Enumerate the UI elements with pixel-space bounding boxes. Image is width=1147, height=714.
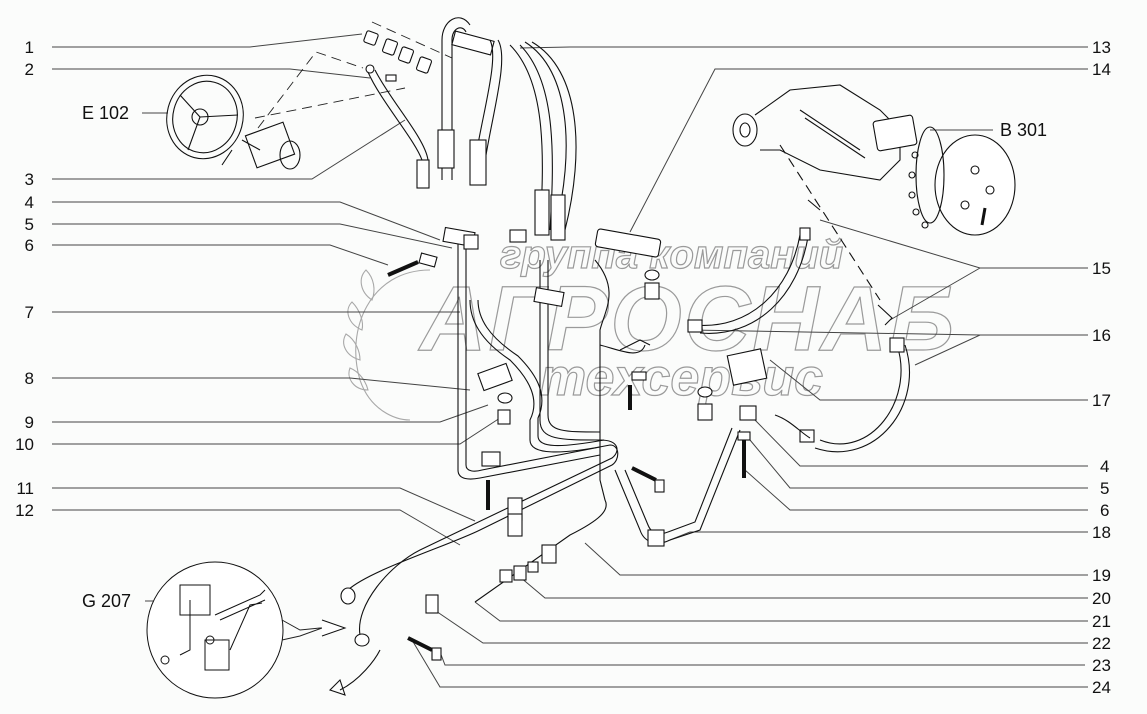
bolt-24	[407, 636, 433, 652]
bracket-8	[477, 362, 513, 392]
bolt-6	[387, 260, 419, 277]
callout-23[interactable]: 23	[1092, 656, 1111, 675]
leader-3	[52, 119, 406, 180]
leader-24	[411, 639, 1088, 688]
ref-label-e102[interactable]: E 102	[82, 103, 130, 123]
leader-6	[52, 244, 389, 266]
lower-fittings[interactable]	[328, 587, 381, 696]
hose-part-2[interactable]	[365, 64, 430, 189]
leader-21	[474, 601, 1088, 622]
leader-20	[519, 576, 1088, 599]
leader-8	[52, 377, 471, 391]
leader-9	[52, 404, 489, 423]
washer-9	[497, 392, 513, 404]
leader-1	[52, 33, 363, 48]
callout-16[interactable]: 16	[1092, 326, 1111, 345]
callout-11[interactable]: 11	[16, 479, 34, 498]
callout-20[interactable]: 20	[1092, 589, 1111, 608]
hoses-part-16[interactable]	[687, 199, 910, 453]
callout-2[interactable]: 2	[24, 60, 34, 79]
leader-5r	[749, 439, 1088, 489]
e102-dashes	[254, 21, 453, 129]
steering-wheel-unit[interactable]	[157, 67, 301, 170]
steering-axle[interactable]	[732, 84, 1016, 301]
watermark-line2: АГРОСНАБ	[418, 268, 956, 370]
left-leader-lines	[52, 33, 501, 602]
clamps[interactable]	[387, 226, 768, 661]
plate-5	[418, 252, 438, 268]
leader-23	[439, 651, 1085, 666]
callout-10[interactable]: 10	[15, 435, 34, 454]
callout-4[interactable]: 4	[24, 193, 34, 212]
bracket-17	[726, 348, 768, 386]
callout-24[interactable]: 24	[1092, 678, 1111, 697]
valve-block-detail[interactable]	[146, 561, 347, 699]
wheel-hub	[934, 134, 1016, 236]
callout-9[interactable]: 9	[24, 413, 34, 432]
clamp-18	[647, 529, 665, 547]
leader-4r	[754, 419, 1088, 467]
callout-8[interactable]: 8	[24, 369, 34, 388]
bolt-10	[497, 409, 511, 425]
callout-22[interactable]: 22	[1092, 634, 1111, 653]
watermark-wreath	[343, 269, 431, 421]
leader-6r	[744, 469, 1088, 511]
callout-6[interactable]: 6	[24, 236, 34, 255]
callout-5-right[interactable]: 5	[1100, 479, 1110, 498]
leader-11	[52, 487, 476, 522]
leader-13	[519, 46, 1088, 49]
callout-21[interactable]: 21	[1092, 612, 1111, 631]
detail-arrow-icon	[281, 619, 345, 641]
steering-wheel-rim	[166, 74, 244, 160]
callout-15[interactable]: 15	[1092, 259, 1111, 278]
leader-2	[52, 68, 371, 79]
leader-17	[769, 359, 1088, 401]
leader-18	[669, 531, 1088, 541]
callout-6-right[interactable]: 6	[1100, 501, 1110, 520]
leader-14	[629, 68, 1088, 233]
bracket-14	[594, 228, 662, 258]
leader-12	[52, 509, 461, 546]
axle-flange	[732, 113, 758, 147]
steering-valve-body	[244, 121, 296, 169]
adapters-part-1[interactable]	[363, 30, 433, 74]
callout-18[interactable]: 18	[1092, 523, 1111, 542]
callout-19[interactable]: 19	[1092, 566, 1111, 585]
callout-4-right[interactable]: 4	[1100, 457, 1110, 476]
leader-19	[584, 542, 1088, 576]
hoses-part-13[interactable]	[437, 17, 577, 241]
callout-5[interactable]: 5	[24, 215, 34, 234]
leader-22	[429, 606, 1088, 644]
leader-10	[52, 417, 501, 445]
callout-13[interactable]: 13	[1092, 38, 1111, 57]
ref-label-b301[interactable]: B 301	[1000, 120, 1048, 140]
plate-23	[431, 647, 442, 661]
callout-1[interactable]: 1	[24, 38, 34, 57]
leader-15b	[889, 267, 981, 321]
nut-4	[463, 234, 479, 250]
callout-7[interactable]: 7	[24, 303, 34, 322]
watermark-line3: техсервис	[540, 349, 823, 407]
leader-4	[52, 201, 441, 241]
callout-3[interactable]: 3	[24, 170, 34, 189]
leader-16b	[689, 329, 981, 336]
callout-17[interactable]: 17	[1092, 391, 1111, 410]
callout-14[interactable]: 14	[1092, 60, 1111, 79]
ref-label-g207[interactable]: G 207	[82, 591, 132, 611]
callout-12[interactable]: 12	[15, 501, 34, 520]
leader-5	[52, 223, 453, 249]
